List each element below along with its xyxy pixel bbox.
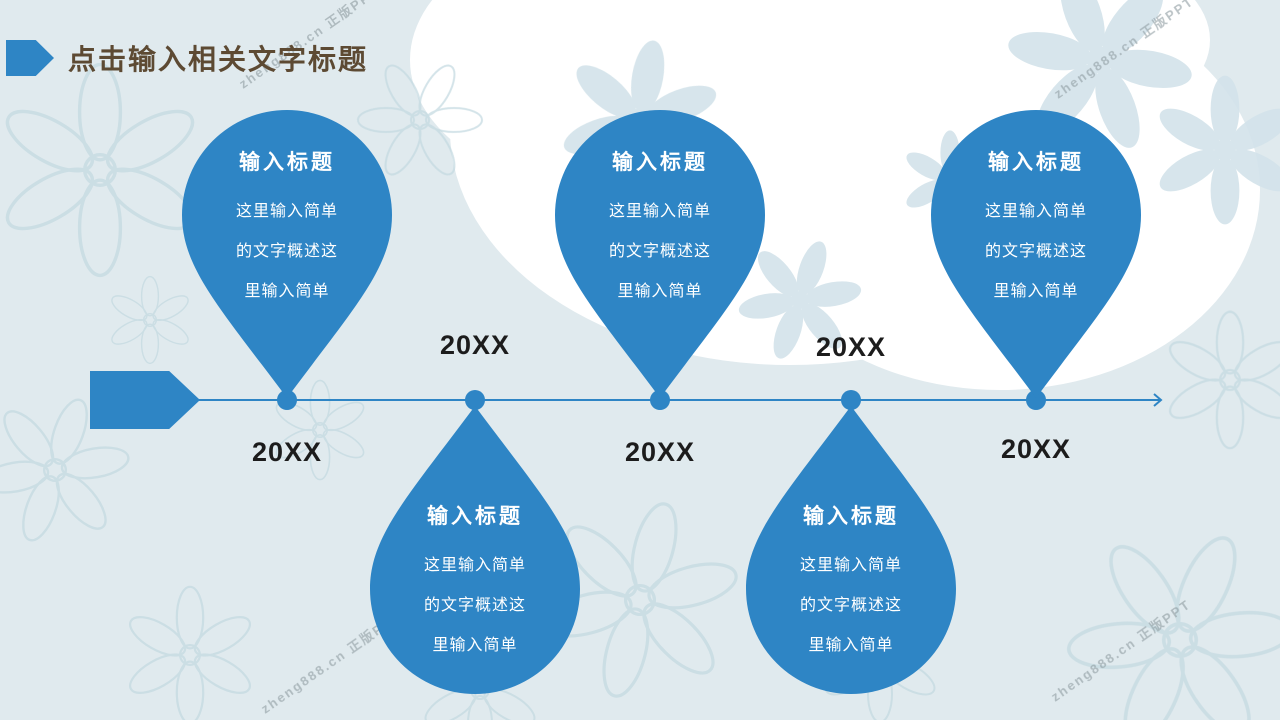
balloon-title[interactable]: 输入标题 [427,505,523,528]
teardrop-shape [370,406,580,694]
year-label[interactable]: 20XX [251,437,323,467]
balloon-body-line: 的文字概述这 [423,597,526,614]
balloon-title[interactable]: 输入标题 [239,151,335,174]
balloon-body-line: 这里输入简单 [984,203,1087,220]
balloon-title[interactable]: 输入标题 [803,505,899,528]
timeline-balloon[interactable]: 输入标题 这里输入简单 的文字概述这 里输入简单 [931,110,1141,402]
balloon-text: 输入标题 这里输入简单 的文字概述这 里输入简单 [370,500,580,666]
timeline-dot [465,390,485,410]
balloon-body-line: 的文字概述这 [799,597,902,614]
balloon-body-line: 的文字概述这 [608,243,711,260]
balloon-body-line: 里输入简单 [617,283,703,300]
timeline-dot [277,390,297,410]
balloon-body-line: 这里输入简单 [608,203,711,220]
balloon-text: 输入标题 这里输入简单 的文字概述这 里输入简单 [746,500,956,666]
balloon-body-line: 这里输入简单 [799,557,902,574]
year-label[interactable]: 20XX [1000,434,1072,464]
year-label[interactable]: 20XX [439,330,511,360]
arrow-right-icon [1139,393,1163,407]
timeline-balloon[interactable]: 输入标题 这里输入简单 的文字概述这 里输入简单 [182,110,392,402]
balloon-body-line: 里输入简单 [432,637,518,654]
balloon-text: 输入标题 这里输入简单 的文字概述这 里输入简单 [555,146,765,312]
teardrop-shape [931,110,1141,398]
timeline-balloon[interactable]: 输入标题 这里输入简单 的文字概述这 里输入简单 [555,110,765,402]
balloon-title[interactable]: 输入标题 [612,151,708,174]
teardrop-shape [555,110,765,398]
balloon-body-line: 的文字概述这 [235,243,338,260]
balloon-body-line: 里输入简单 [808,637,894,654]
timeline-dot [841,390,861,410]
balloon-body-line: 里输入简单 [993,283,1079,300]
timeline-dot [650,390,670,410]
teardrop-shape [746,406,956,694]
balloon-text: 输入标题 这里输入简单 的文字概述这 里输入简单 [931,146,1141,312]
page-title[interactable]: 点击输入相关文字标题 [68,44,369,75]
balloon-body-line: 里输入简单 [244,283,330,300]
timeline-dot [1026,390,1046,410]
teardrop-shape [182,110,392,398]
year-label[interactable]: 20XX [815,332,887,362]
balloon-text: 输入标题 这里输入简单 的文字概述这 里输入简单 [182,146,392,312]
timeline-balloon[interactable]: 输入标题 这里输入简单 的文字概述这 里输入简单 [370,402,580,694]
timeline-balloon[interactable]: 输入标题 这里输入简单 的文字概述这 里输入简单 [746,402,956,694]
balloon-body-line: 这里输入简单 [423,557,526,574]
year-label[interactable]: 20XX [624,437,696,467]
balloon-body-line: 这里输入简单 [235,203,338,220]
balloon-title[interactable]: 输入标题 [988,151,1084,174]
balloon-body-line: 的文字概述这 [984,243,1087,260]
